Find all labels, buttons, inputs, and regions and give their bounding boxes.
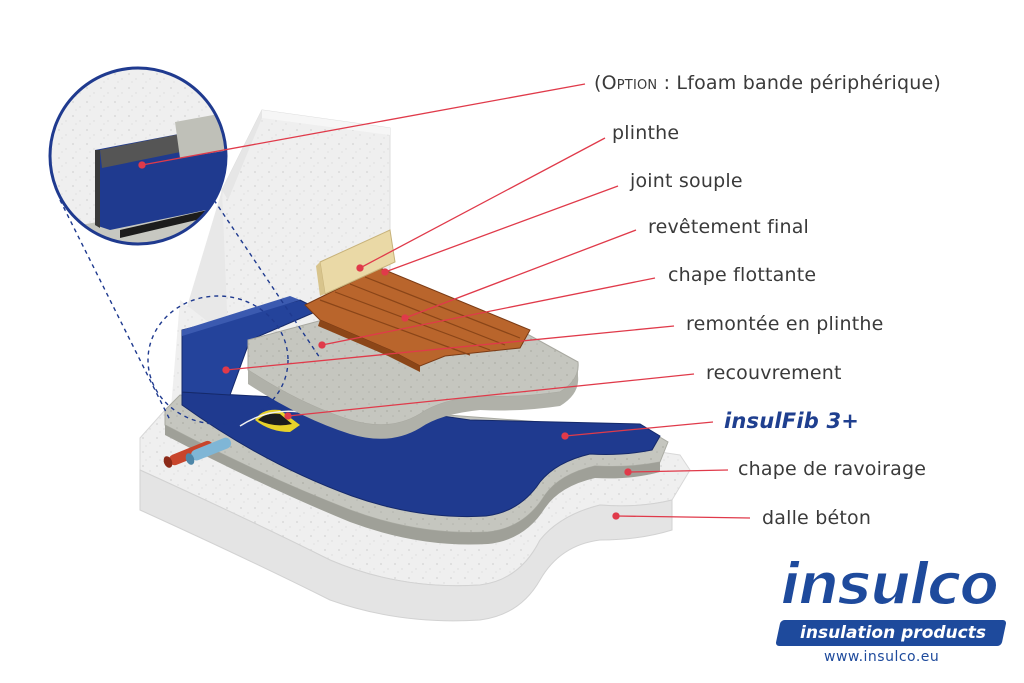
leader-ravoirage xyxy=(627,469,729,473)
leader-joint-souple xyxy=(384,185,619,273)
leader-lines xyxy=(138,83,751,520)
label-option: (Option : Lfoam bande périphérique) xyxy=(594,72,941,94)
leader-ravoirage-dot xyxy=(624,468,632,476)
overlap-flap xyxy=(239,409,331,432)
label-dalle-beton: dalle béton xyxy=(762,507,872,529)
leader-recouvrement-dot xyxy=(284,412,292,420)
insulfib-membrane xyxy=(181,296,661,518)
leader-chape-flottante-dot xyxy=(318,341,326,349)
leader-plinthe xyxy=(359,137,606,269)
label-chape-flottante: chape flottante xyxy=(668,264,817,286)
leader-option xyxy=(141,83,586,166)
label-option-prefix: (Option xyxy=(594,72,658,94)
label-plinthe: plinthe xyxy=(612,122,680,144)
leader-option-dot xyxy=(138,161,146,169)
label-option-text: : Lfoam bande périphérique) xyxy=(657,72,941,94)
skirting-board xyxy=(316,229,396,296)
leader-revetement-dot xyxy=(401,314,409,322)
leader-revetement xyxy=(404,229,637,319)
leader-insulfib-dot xyxy=(561,432,569,440)
leader-insulfib xyxy=(564,421,714,437)
leader-recouvrement xyxy=(287,373,695,417)
logo-url: www.insulco.eu xyxy=(824,649,940,665)
leader-joint-souple-dot xyxy=(381,268,389,276)
leader-chape-flottante xyxy=(321,277,656,346)
label-chape-de-ravoirage: chape de ravoirage xyxy=(738,458,927,480)
label-recouvrement: recouvrement xyxy=(706,362,842,384)
logo-wordmark: insulco xyxy=(779,549,1000,619)
logo-tagline: insulation products xyxy=(800,623,986,643)
leader-dalle-dot xyxy=(612,512,620,520)
insulco-logo: insulco insulation products www.insulco.… xyxy=(772,549,1012,674)
label-remontee-en-plinthe: remontée en plinthe xyxy=(686,313,884,335)
label-revetement-final: revêtement final xyxy=(648,216,810,238)
leader-remontee xyxy=(225,325,675,371)
wood-flooring xyxy=(304,267,531,372)
leader-remontee-dot xyxy=(222,366,230,374)
label-insulfib: insulFib 3+ xyxy=(724,409,860,433)
leader-dalle xyxy=(615,515,751,519)
pipes xyxy=(163,437,232,468)
leader-plinthe-dot xyxy=(356,264,364,272)
label-joint-souple: joint souple xyxy=(630,170,743,192)
